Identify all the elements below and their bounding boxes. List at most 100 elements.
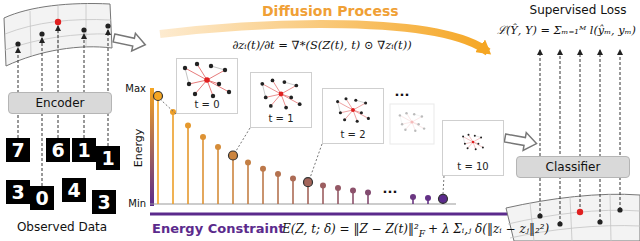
latent-point	[39, 31, 44, 36]
data-caption: Observed Data	[17, 220, 107, 234]
snapshot-leader	[161, 100, 176, 114]
digit-image: 0	[30, 186, 54, 210]
graph-snapshot	[183, 62, 231, 98]
prediction-arrow	[540, 50, 620, 224]
graph-snapshot	[399, 112, 426, 132]
time-label: t = 10	[457, 161, 488, 173]
snapshot-leader	[161, 100, 444, 194]
time-label: t = 2	[340, 129, 365, 141]
energy-lollipop-head	[290, 175, 296, 181]
energy-lollipop-head	[365, 190, 371, 196]
graph-snapshot-panel: t = 1	[250, 72, 312, 128]
output-point	[537, 213, 542, 218]
diffusion-arrow	[160, 24, 488, 52]
prediction-arrow	[620, 50, 621, 210]
encoder-box: Encoder	[8, 92, 112, 114]
latent-point	[15, 19, 110, 47]
hollow-arrow	[112, 29, 147, 53]
output-point	[597, 219, 602, 224]
time-label: t = 1	[268, 113, 293, 125]
axis-label: Min	[128, 198, 146, 210]
energy-lollipop-head	[335, 185, 341, 191]
digit-image: 3	[6, 180, 30, 204]
snapshot-leader	[443, 176, 444, 194]
classifier-box: Classifier	[516, 156, 630, 178]
energy-lollipop	[172, 112, 174, 204]
box-label: Classifier	[546, 160, 601, 174]
section-title: Supervised Loss	[530, 3, 627, 17]
latent-point	[15, 41, 20, 46]
digit-image: 7	[6, 138, 30, 162]
hollow-arrow	[112, 29, 147, 53]
diffusion-equation: ∂zᵢ(t)/∂t = ∇*(S(Z(t), t) ⊙ ∇zᵢ(t))	[232, 39, 411, 53]
latent-point	[81, 27, 86, 32]
latent-point	[55, 19, 61, 25]
energy-lollipop-head	[154, 92, 448, 204]
energy-lollipop-head	[215, 144, 221, 150]
time-label: t = 0	[194, 99, 219, 111]
graph-snapshot	[390, 104, 434, 144]
energy-lollipop	[232, 156, 234, 205]
axis-title: Energy	[132, 129, 145, 168]
hollow-arrow	[503, 129, 538, 152]
energy-lollipop	[277, 174, 279, 204]
ellipsis: ...	[395, 84, 410, 100]
graph-snapshot-panel: t = 2	[322, 88, 384, 144]
energy-lollipop-head	[320, 182, 326, 188]
output-point	[537, 207, 622, 226]
digit-image: 4	[62, 178, 86, 202]
energy-constraint-arrow	[150, 213, 518, 216]
embedding-arrow	[108, 30, 109, 146]
prediction-arrow	[540, 50, 541, 216]
energy-lollipop-head	[154, 92, 163, 101]
energy-lollipop-head	[245, 160, 251, 166]
prediction-arrow	[580, 50, 581, 212]
digit-image: 1	[72, 138, 96, 162]
graph-snapshot	[336, 97, 370, 122]
graph-snapshot	[183, 62, 484, 150]
snapshot-leader	[310, 144, 322, 178]
energy-lollipop	[217, 147, 219, 204]
digit-image: 6	[46, 138, 70, 162]
section-title: Energy Constraint	[152, 221, 284, 237]
energy-equation: E(Z, t; δ) = ‖Z − Z(t)‖²	[282, 222, 419, 236]
energy-lollipop-head	[275, 171, 281, 177]
energy-lollipop-head	[304, 178, 313, 187]
energy-lollipop	[262, 169, 264, 204]
embedding-arrow	[58, 26, 59, 138]
embedding-arrow	[84, 34, 85, 138]
ellipsis: ...	[383, 181, 398, 197]
box-label: Encoder	[35, 96, 84, 110]
energy-formula: E(Z, t; δ) = ‖Z − Z(t)‖²F+ λ Σᵢ,ⱼ δ(‖zᵢ …	[282, 222, 549, 236]
loss-equation: ℒ(Ŷ, Y) = Σₘ₌₁ᴹ l(ŷₘ, yₘ)	[497, 24, 636, 38]
output-point	[557, 221, 562, 226]
energy-axis-bar	[150, 88, 154, 206]
energy-lollipop	[187, 126, 189, 204]
energy-lollipop-head	[439, 194, 448, 203]
digit-image: 1	[96, 146, 120, 170]
graph-snapshot-panel: t = 0	[176, 58, 238, 114]
energy-lollipop	[202, 137, 204, 204]
energy-lollipop-head	[200, 134, 206, 140]
energy-lollipop-head	[229, 151, 238, 160]
graph-snapshot-panel: t = 10	[442, 120, 504, 176]
prediction-arrow	[560, 50, 561, 224]
axis-label: Max	[125, 83, 146, 95]
digit-image: 3	[92, 190, 116, 214]
graph-snapshot	[462, 134, 484, 150]
section-title: Diffusion Process	[262, 3, 399, 20]
energy-equation: + λ Σᵢ,ⱼ δ(‖zᵢ − zⱼ‖₂²)	[428, 222, 549, 236]
snapshot-leader	[236, 128, 250, 151]
hollow-arrow	[503, 129, 538, 152]
latent-point	[105, 23, 110, 28]
graph-snapshot	[390, 104, 434, 144]
energy-lollipop-head	[350, 188, 356, 194]
energy-lollipop-head	[425, 195, 431, 201]
output-point	[577, 209, 583, 215]
energy-lollipop-head	[185, 123, 191, 129]
graph-snapshot	[260, 79, 301, 110]
energy-lollipop	[292, 178, 294, 204]
energy-equation: F	[419, 229, 425, 240]
energy-lollipop	[247, 163, 249, 204]
